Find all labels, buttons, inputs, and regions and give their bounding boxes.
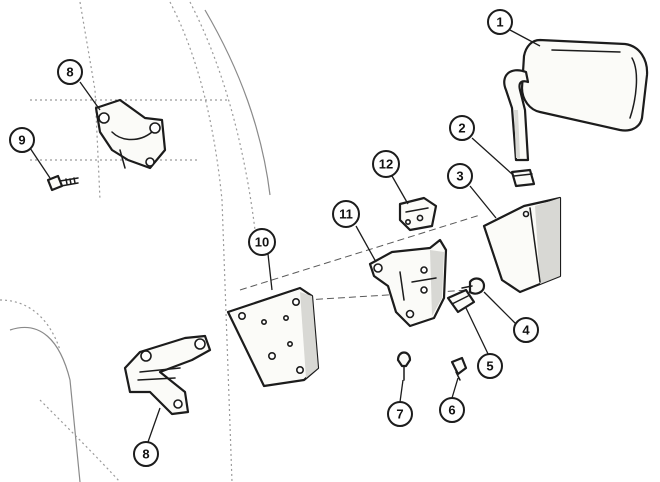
upper-hinge-bracket: [94, 98, 167, 170]
small-screw: [450, 356, 468, 381]
callout-1: 1: [487, 9, 513, 35]
bolt: [46, 174, 79, 192]
assembly-axis: [239, 214, 481, 291]
callout-label-2: 2: [458, 121, 465, 136]
callout-12: 12: [372, 150, 400, 178]
callout-label-6: 6: [448, 403, 455, 418]
mirror-head: [520, 38, 649, 132]
callout-11: 11: [332, 200, 360, 228]
callout-label-8-bottom: 8: [142, 447, 149, 462]
callout-5: 5: [477, 353, 503, 379]
callout-4: 4: [513, 317, 539, 343]
spacer: [446, 288, 476, 314]
rivet: [396, 351, 412, 381]
vehicle-body-outline: [0, 1, 271, 482]
callout-7: 7: [387, 401, 413, 427]
callout-10: 10: [248, 228, 276, 256]
mirror-bracket: [368, 238, 448, 328]
callout-label-3: 3: [456, 169, 463, 184]
callout-label-10: 10: [255, 235, 269, 250]
leader-lines: [29, 29, 541, 443]
callout-label-4: 4: [522, 323, 530, 338]
callout-8-bottom: 8: [133, 441, 159, 467]
callout-label-9: 9: [18, 133, 25, 148]
callout-label-12: 12: [379, 157, 393, 172]
callout-9: 9: [9, 127, 35, 153]
mirror-base: [482, 196, 562, 294]
callout-label-1: 1: [496, 15, 503, 30]
screw: [461, 277, 486, 295]
callout-label-8-top: 8: [66, 65, 73, 80]
mirror-arm: [503, 69, 530, 162]
callout-label-7: 7: [396, 407, 403, 422]
mounting-plate: [226, 286, 320, 388]
callout-6: 6: [439, 397, 465, 423]
callout-8-top: 8: [57, 59, 83, 85]
callout-label-11: 11: [339, 207, 353, 222]
callout-label-5: 5: [486, 359, 493, 374]
lower-hinge-arm: [123, 334, 212, 416]
callout-2: 2: [449, 115, 475, 141]
small-clip: [398, 196, 438, 232]
callout-3: 3: [447, 163, 473, 189]
nut: [510, 168, 536, 188]
